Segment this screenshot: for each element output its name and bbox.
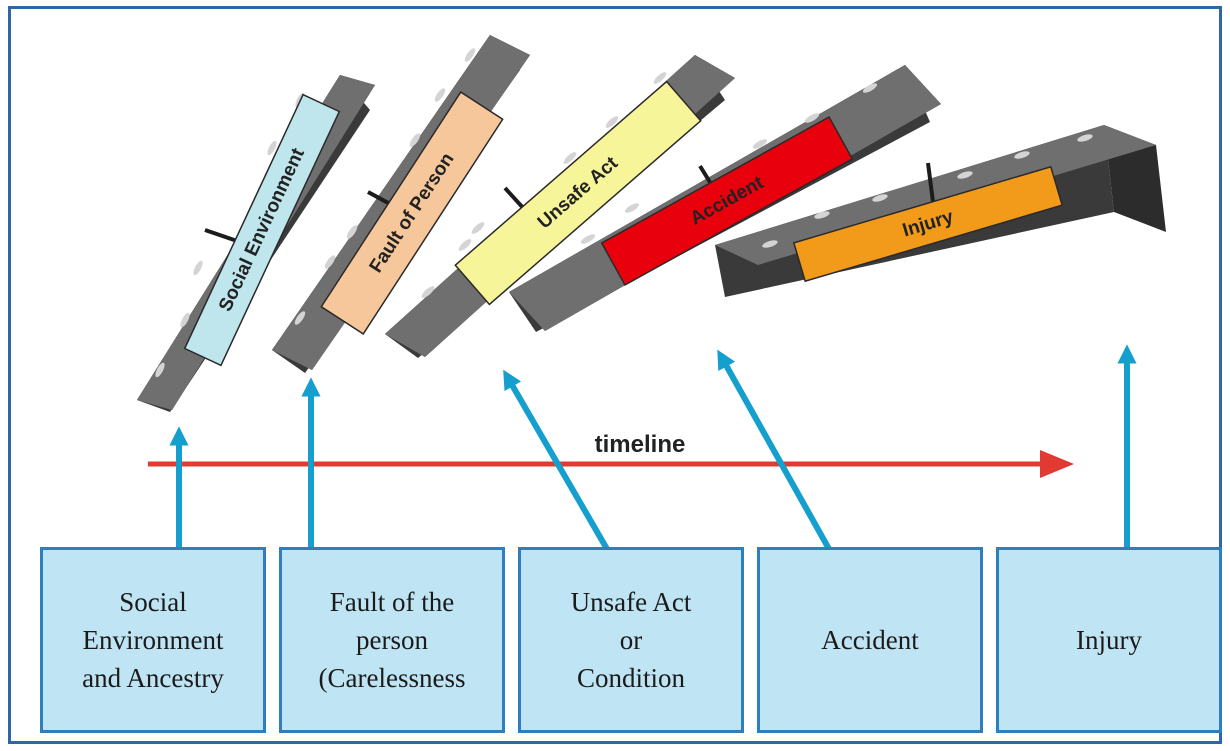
domino-unsafe-act: Unsafe Act — [385, 55, 735, 358]
domino-pips — [762, 134, 1093, 248]
stage-text-line: Unsafe Act — [570, 587, 692, 617]
stage-text-line: Injury — [1076, 625, 1142, 655]
stage-text-line: Social — [119, 587, 187, 617]
arrow-unsafe-act — [503, 369, 610, 551]
stage-box-social-environment: Social Environment and Ancestry — [40, 547, 266, 733]
stage-text-line: Accident — [821, 625, 919, 655]
stage-box-unsafe-act: Unsafe Act or Condition — [518, 547, 744, 733]
domino-label-panel-injury — [792, 165, 1064, 283]
arrow-accident — [717, 349, 832, 551]
stage-box-injury: Injury — [996, 547, 1222, 733]
stage-text-line: and Ancestry — [82, 663, 224, 693]
domino-fault-of-person: Fault of Person — [272, 35, 530, 373]
stage-text-line: Fault of the — [329, 587, 455, 617]
domino-label-panel-unsafe-act — [454, 80, 702, 306]
stage-text-line: Environment — [82, 625, 224, 655]
domino-label-panel-accident — [600, 115, 854, 287]
stage-text-line: (Carelessness — [318, 663, 466, 693]
domino-social-environment: Social Environment — [137, 75, 375, 412]
stage-text-line: person — [356, 625, 428, 655]
domino-label-social-environment: Social Environment — [215, 145, 309, 315]
stage-box-fault-of-person: Fault of the person (Carelessness — [279, 547, 505, 733]
stage-box-accident: Accident — [757, 547, 983, 733]
stage-text-line: or — [619, 625, 643, 655]
timeline-label: timeline — [595, 431, 686, 458]
domino-accident: Accident — [509, 65, 941, 332]
timeline-arrowhead-icon — [1040, 450, 1074, 478]
stage-text-line: Condition — [576, 663, 685, 693]
domino-pips — [421, 72, 667, 298]
domino-label-panel-fault-of-person — [320, 90, 504, 336]
timeline: timeline — [148, 431, 1074, 478]
domino-pips — [294, 48, 476, 325]
domino-injury: Injury — [715, 125, 1166, 297]
stage-arrows — [169, 344, 1137, 551]
domino-label-panel-social-environment — [183, 93, 341, 367]
domino-pips — [580, 83, 878, 244]
